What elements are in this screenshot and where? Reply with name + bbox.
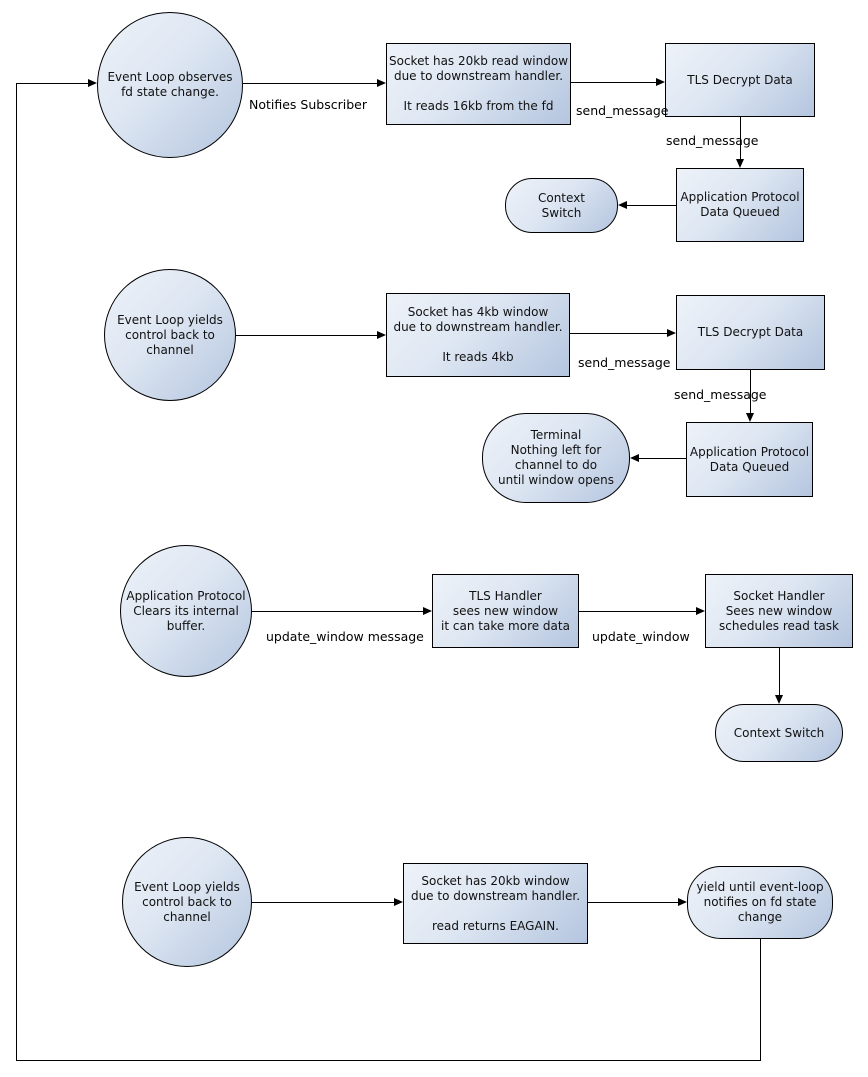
edge-label-update-window: update_window: [592, 629, 690, 644]
edge-socket4kb-to-tls2-line: [570, 333, 667, 334]
arrowhead-tlshandler-to-sockethandler: [696, 607, 705, 615]
node-tls-decrypt-2: TLS Decrypt Data: [676, 295, 825, 370]
node-event-loop-observes: Event Loop observes fd state change.: [97, 12, 243, 158]
edge-yields2-to-socketeagain-line: [252, 902, 394, 903]
node-tls-decrypt-1: TLS Decrypt Data: [665, 43, 815, 117]
node-socket-4kb: Socket has 4kb window due to downstream …: [386, 293, 570, 377]
edge-app1-to-context1-line: [627, 205, 676, 206]
arrowhead-app1-to-context1: [618, 201, 627, 209]
edge-sockethandler-to-context2-line: [779, 648, 780, 695]
node-context-switch-1: Context Switch: [505, 178, 618, 233]
node-event-loop-yields-2: Event Loop yields control back to channe…: [122, 837, 252, 967]
edge-app2-to-terminal-line: [639, 458, 686, 459]
arrowhead-yields2-to-socketeagain: [394, 898, 403, 906]
edge-tls1-to-app1-line: [740, 117, 741, 159]
edge-loop-entry-line: [16, 83, 88, 84]
node-tls-handler: TLS Handler sees new window it can take …: [432, 574, 579, 648]
edge-label-send-message-3: send_message: [578, 355, 671, 370]
node-socket-20kb-eagain: Socket has 20kb window due to downstream…: [403, 863, 588, 944]
node-app-protocol-queued-2: Application Protocol Data Queued: [686, 422, 813, 497]
edge-socketeagain-to-yield-line: [588, 902, 678, 903]
edge-yields1-to-socket4kb-line: [236, 335, 377, 336]
edge-loopback-bottom-line: [16, 1060, 761, 1061]
edge-label-update-window-message: update_window message: [266, 629, 424, 644]
node-terminal: Terminal Nothing left for channel to do …: [482, 413, 630, 503]
edge-tls2-to-app2-line: [750, 370, 751, 413]
node-socket-20kb-read: Socket has 20kb read window due to downs…: [386, 43, 571, 125]
arrowhead-yields1-to-socket4kb: [377, 331, 386, 339]
arrowhead-socket4kb-to-tls2: [667, 329, 676, 337]
node-socket-handler: Socket Handler Sees new window schedules…: [705, 574, 853, 648]
arrowhead-app2-to-terminal: [630, 454, 639, 462]
edge-socket-to-tls1-line: [571, 82, 656, 83]
node-app-protocol-queued-1: Application Protocol Data Queued: [676, 168, 804, 242]
edge-label-notifies-subscriber: Notifies Subscriber: [249, 97, 367, 112]
arrowhead-sockethandler-to-context2: [775, 695, 783, 704]
arrowhead-observes-to-socket: [377, 79, 386, 87]
node-context-switch-2: Context Switch: [715, 704, 843, 762]
node-app-protocol-clears: Application Protocol Clears its internal…: [120, 545, 252, 677]
node-event-loop-yields-1: Event Loop yields control back to channe…: [104, 269, 236, 401]
arrowhead-socket-to-tls1: [656, 78, 665, 86]
edge-label-send-message-1: send_message: [576, 103, 669, 118]
edge-observes-to-socket-line: [243, 83, 377, 84]
edge-tlshandler-to-sockethandler-line: [579, 611, 696, 612]
arrowhead-socketeagain-to-yield: [678, 898, 687, 906]
arrowhead-clears-to-tlshandler: [423, 607, 432, 615]
arrowhead-tls2-to-app2: [746, 413, 754, 422]
edge-label-send-message-2: send_message: [666, 133, 759, 148]
arrowhead-loop-entry: [88, 79, 97, 87]
node-yield-until: yield until event-loop notifies on fd st…: [687, 866, 833, 939]
edge-loopback-left-line: [16, 83, 17, 1060]
edge-loopback-right-line: [760, 939, 761, 1060]
edge-label-send-message-4: send_message: [674, 387, 767, 402]
arrowhead-tls1-to-app1: [736, 159, 744, 168]
edge-clears-to-tlshandler-line: [252, 611, 423, 612]
